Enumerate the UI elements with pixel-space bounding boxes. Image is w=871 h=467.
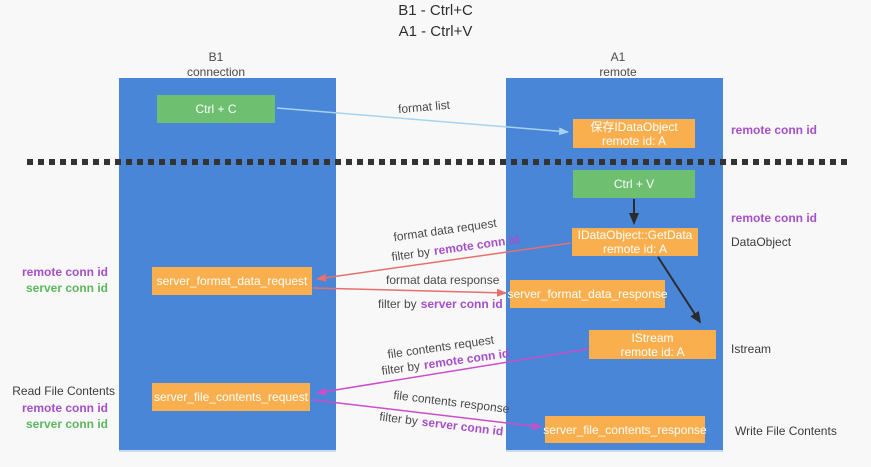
column-header-b1: B1 connection bbox=[146, 50, 286, 80]
right-label-istream: Istream bbox=[731, 342, 772, 356]
node-save-idataobject-line2: remote id: A bbox=[601, 133, 667, 148]
node-server-file-contents-response: server_file_contents_response bbox=[543, 416, 707, 443]
node-idataobject-getdata-line2: remote id: A bbox=[602, 242, 668, 256]
server-conn-id-term: server conn id bbox=[420, 414, 505, 439]
label-format-data-response: format data response bbox=[386, 273, 500, 287]
column-header-a1-name: A1 bbox=[610, 50, 626, 64]
right-label-remote-conn-id-1: remote conn id bbox=[731, 123, 818, 137]
server-conn-id-term: server conn id bbox=[420, 297, 503, 311]
diagram-title: B1 - Ctrl+C A1 - Ctrl+V bbox=[0, 0, 871, 42]
node-ctrl-v: Ctrl + V bbox=[573, 170, 695, 198]
session-divider-dashed-line bbox=[27, 159, 849, 165]
node-save-idataobject: 保存IDataObject remote id: A bbox=[573, 119, 695, 148]
label-format-list: format list bbox=[397, 97, 451, 117]
node-server-file-contents-response-label: server_file_contents_response bbox=[543, 422, 707, 437]
node-server-format-data-response-label: server_format_data_response bbox=[507, 287, 668, 301]
column-header-a1: A1 remote bbox=[548, 50, 688, 80]
left-label-remote-conn-id-2: remote conn id bbox=[21, 401, 108, 415]
label-filter-by-server-conn-id-2: filter by server conn id bbox=[379, 409, 504, 438]
right-label-dataobject: DataObject bbox=[731, 235, 792, 249]
column-header-b1-role: connection bbox=[186, 65, 246, 79]
node-ctrl-c: Ctrl + C bbox=[157, 95, 275, 123]
right-label-remote-conn-id-2: remote conn id bbox=[731, 211, 818, 225]
left-label-server-conn-id-1: server conn id bbox=[25, 281, 108, 295]
node-server-format-data-response: server_format_data_response bbox=[507, 280, 668, 308]
filter-by-text: filter by bbox=[380, 358, 421, 378]
filter-by-text: filter by bbox=[378, 409, 419, 429]
node-istream-line1: IStream bbox=[631, 330, 674, 345]
right-label-write-file-contents: Write File Contents bbox=[735, 424, 837, 438]
node-server-format-data-request-label: server_format_data_request bbox=[156, 274, 308, 288]
node-idataobject-getdata-line1: IDataObject::GetData bbox=[577, 228, 693, 242]
filter-by-text: filter by bbox=[378, 297, 417, 311]
node-ctrl-c-label: Ctrl + C bbox=[195, 102, 237, 116]
node-istream: IStream remote id: A bbox=[589, 330, 716, 359]
node-ctrl-v-label: Ctrl + V bbox=[613, 177, 655, 191]
label-filter-by-server-conn-id-1: filter by server conn id bbox=[378, 297, 503, 311]
diagram-title-line1: B1 - Ctrl+C bbox=[398, 2, 473, 19]
node-idataobject-getdata: IDataObject::GetData remote id: A bbox=[572, 228, 698, 256]
left-label-server-conn-id-2: server conn id bbox=[25, 417, 108, 431]
filter-by-text: filter by bbox=[390, 244, 431, 264]
diagram-title-line2: A1 - Ctrl+V bbox=[398, 23, 473, 40]
label-file-contents-response: file contents response bbox=[392, 387, 511, 417]
arrow-format-data-response bbox=[312, 287, 507, 297]
node-server-file-contents-request: server_file_contents_request bbox=[152, 383, 310, 411]
node-save-idataobject-line1: 保存IDataObject bbox=[590, 119, 678, 134]
node-server-file-contents-request-label: server_file_contents_request bbox=[153, 390, 309, 404]
node-istream-line2: remote id: A bbox=[620, 344, 685, 359]
column-header-b1-name: B1 bbox=[208, 50, 224, 64]
left-label-remote-conn-id-1: remote conn id bbox=[21, 265, 108, 279]
node-server-format-data-request: server_format_data_request bbox=[152, 267, 312, 295]
column-header-a1-role: remote bbox=[599, 65, 637, 79]
left-label-read-file-contents: Read File Contents bbox=[12, 384, 115, 398]
